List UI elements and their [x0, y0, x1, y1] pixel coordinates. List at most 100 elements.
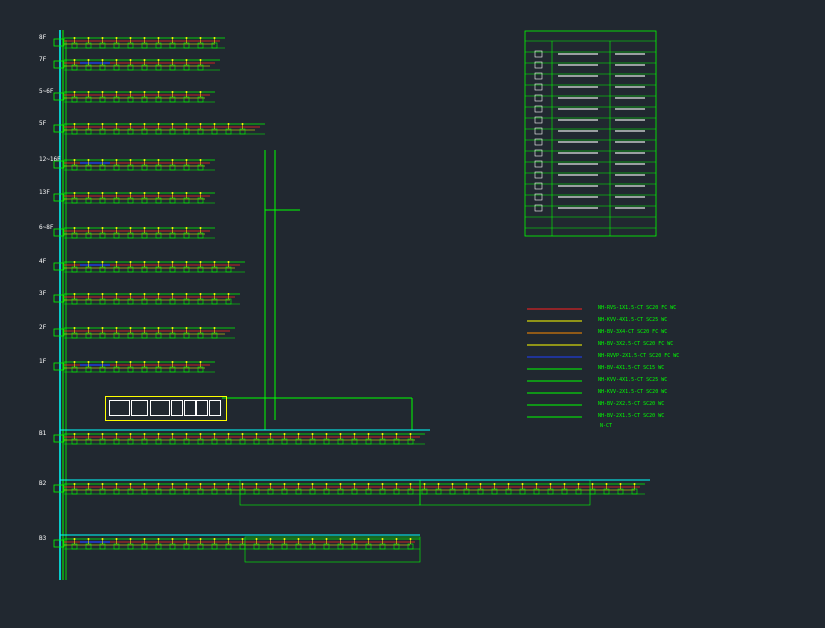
device-node — [381, 483, 384, 485]
device-node — [199, 159, 202, 161]
device-node — [157, 261, 160, 263]
device-node — [269, 433, 272, 435]
device-node — [101, 227, 104, 229]
device-node — [185, 37, 188, 39]
device-node — [465, 483, 468, 485]
device-node — [171, 483, 174, 485]
control-unit-3 — [150, 400, 170, 416]
device-node — [143, 59, 146, 61]
device-node — [367, 538, 370, 540]
device-node — [143, 37, 146, 39]
junction-box-icon — [534, 193, 543, 201]
device-node — [241, 538, 244, 540]
device-node — [87, 361, 90, 363]
floor-module-box — [53, 228, 65, 237]
device-node — [73, 327, 76, 329]
floor-module-box — [53, 539, 65, 548]
legend-name-bar — [558, 174, 598, 176]
device-node — [171, 59, 174, 61]
device-node — [227, 123, 230, 125]
device-node — [129, 159, 132, 161]
device-node — [409, 483, 412, 485]
device-node — [227, 483, 230, 485]
floor-label: B2 — [39, 480, 47, 487]
device-node — [199, 227, 202, 229]
device-node — [73, 293, 76, 295]
device-node — [115, 192, 118, 194]
floor-label: 6~8F — [39, 224, 54, 231]
device-node — [311, 433, 314, 435]
device-node — [101, 361, 104, 363]
power-module-icon — [534, 204, 543, 212]
device-node — [241, 123, 244, 125]
device-node — [101, 59, 104, 61]
legend-spec-bar — [615, 108, 645, 110]
device-node — [451, 483, 454, 485]
device-node — [185, 59, 188, 61]
device-node — [367, 483, 370, 485]
device-node — [199, 192, 202, 194]
device-node — [185, 538, 188, 540]
device-node — [87, 293, 90, 295]
device-node — [283, 433, 286, 435]
device-node — [213, 293, 216, 295]
device-node — [143, 159, 146, 161]
smoke-detector-icon — [534, 50, 543, 58]
floor-label: 12~16F — [39, 156, 61, 163]
floor-branch-2 — [53, 91, 215, 103]
device-node — [311, 483, 314, 485]
device-node — [87, 123, 90, 125]
cable-code: NH-BV-3X4-CT SC20 FC WC — [598, 329, 668, 335]
floor-label: 8F — [39, 34, 47, 41]
device-node — [185, 159, 188, 161]
device-node — [129, 327, 132, 329]
legend-name-bar — [558, 152, 598, 154]
device-node — [325, 538, 328, 540]
floor-branch-0 — [53, 37, 225, 49]
device-node — [381, 433, 384, 435]
device-node — [73, 159, 76, 161]
device-node — [339, 433, 342, 435]
device-node — [73, 361, 76, 363]
floor-label: B1 — [39, 430, 47, 437]
device-node — [73, 91, 76, 93]
device-node — [115, 91, 118, 93]
device-node — [171, 538, 174, 540]
device-node — [199, 483, 202, 485]
input-module-icon — [534, 127, 543, 135]
device-node — [157, 227, 160, 229]
device-node — [73, 227, 76, 229]
legend-table-border — [524, 30, 657, 237]
floor-branch-13 — [53, 538, 420, 550]
device-node — [129, 361, 132, 363]
basement-branches — [53, 429, 650, 563]
device-node — [185, 192, 188, 194]
device-node — [549, 483, 552, 485]
device-node — [157, 538, 160, 540]
floor-label: 1F — [39, 358, 47, 365]
device-node — [619, 483, 622, 485]
cable-code: NH-RVS-1X1.5-CT SC20 FC WC — [598, 305, 677, 311]
device-node — [87, 192, 90, 194]
device-node — [101, 327, 104, 329]
device-node — [87, 227, 90, 229]
device-node — [325, 483, 328, 485]
device-node — [115, 361, 118, 363]
device-node — [199, 261, 202, 263]
device-node — [129, 538, 132, 540]
device-node — [129, 261, 132, 263]
device-node — [129, 59, 132, 61]
device-node — [101, 538, 104, 540]
floor-label: 13F — [39, 189, 50, 196]
device-node — [185, 293, 188, 295]
device-node — [87, 261, 90, 263]
floor-label: 3F — [39, 290, 47, 297]
device-node — [199, 91, 202, 93]
device-node — [87, 483, 90, 485]
device-node — [143, 123, 146, 125]
device-node — [101, 123, 104, 125]
device-node — [157, 37, 160, 39]
device-node — [101, 91, 104, 93]
legend-name-bar — [558, 86, 598, 88]
device-node — [255, 538, 258, 540]
